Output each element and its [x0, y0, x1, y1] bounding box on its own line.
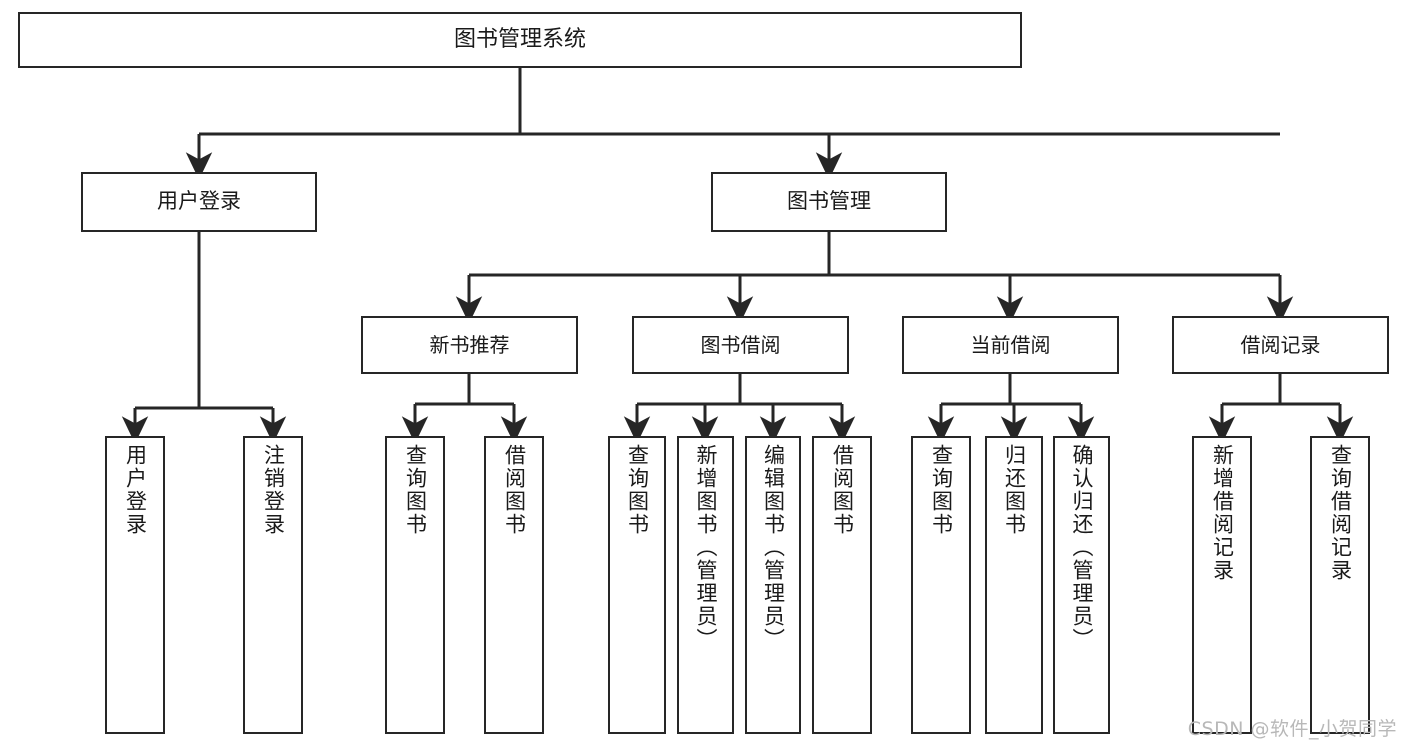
new-book-to-leaf-edges	[401, 374, 528, 444]
node-label: 图书借阅	[700, 332, 781, 357]
node-label: 图书管理	[787, 189, 871, 214]
root-to-level2-edges	[185, 68, 1280, 180]
node-user-login[interactable]: 用户登录	[81, 172, 317, 232]
leaf-user-login[interactable]: 用户登录	[105, 436, 165, 734]
leaf-add-book-admin[interactable]: 新增图书（管理员）	[677, 436, 734, 734]
node-root-system[interactable]: 图书管理系统	[18, 12, 1022, 68]
node-current-borrow[interactable]: 当前借阅	[902, 316, 1119, 374]
node-label: 借阅记录	[1240, 332, 1321, 357]
node-new-book-recommend[interactable]: 新书推荐	[361, 316, 578, 374]
level2-books-to-level3-edges	[455, 232, 1294, 324]
leaf-logout[interactable]: 注销登录	[243, 436, 303, 734]
node-label: 归还图书	[1002, 444, 1027, 536]
node-label: 借阅图书	[830, 444, 855, 536]
leaf-return-books[interactable]: 归还图书	[985, 436, 1043, 734]
records-to-leaf-edges	[1208, 374, 1354, 444]
node-label: 用户登录	[157, 189, 241, 214]
node-borrow-records[interactable]: 借阅记录	[1172, 316, 1389, 374]
node-label: 借阅图书	[502, 444, 527, 536]
leaf-query-books-current[interactable]: 查询图书	[911, 436, 971, 734]
leaf-add-borrow-record[interactable]: 新增借阅记录	[1192, 436, 1252, 734]
node-label: 查询图书	[403, 444, 428, 536]
node-label: 新增借阅记录	[1210, 444, 1235, 582]
node-book-borrow[interactable]: 图书借阅	[632, 316, 849, 374]
node-label: 新书推荐	[429, 332, 510, 357]
node-label: 编辑图书（管理员）	[761, 444, 786, 651]
borrow-to-leaf-edges	[623, 374, 856, 444]
node-label: 注销登录	[261, 444, 286, 536]
node-label: 新增图书（管理员）	[694, 444, 718, 651]
leaf-borrow-books-recommend[interactable]: 借阅图书	[484, 436, 544, 734]
node-label: 查询图书	[625, 444, 650, 536]
leaf-borrow-books[interactable]: 借阅图书	[812, 436, 872, 734]
current-borrow-to-leaf-edges	[927, 374, 1095, 444]
login-to-leaf-edges	[121, 232, 287, 444]
node-book-management[interactable]: 图书管理	[711, 172, 947, 232]
leaf-query-books-borrow[interactable]: 查询图书	[608, 436, 666, 734]
node-label: 查询图书	[929, 444, 954, 536]
node-label: 当前借阅	[970, 332, 1051, 357]
node-label: 查询借阅记录	[1328, 444, 1353, 582]
node-label: 图书管理系统	[453, 26, 586, 52]
leaf-edit-book-admin[interactable]: 编辑图书（管理员）	[745, 436, 801, 734]
leaf-confirm-return-admin[interactable]: 确认归还（管理员）	[1053, 436, 1110, 734]
leaf-query-borrow-record[interactable]: 查询借阅记录	[1310, 436, 1370, 734]
leaf-query-books-recommend[interactable]: 查询图书	[385, 436, 445, 734]
node-label: 用户登录	[123, 444, 148, 536]
node-label: 确认归还（管理员）	[1070, 444, 1094, 651]
